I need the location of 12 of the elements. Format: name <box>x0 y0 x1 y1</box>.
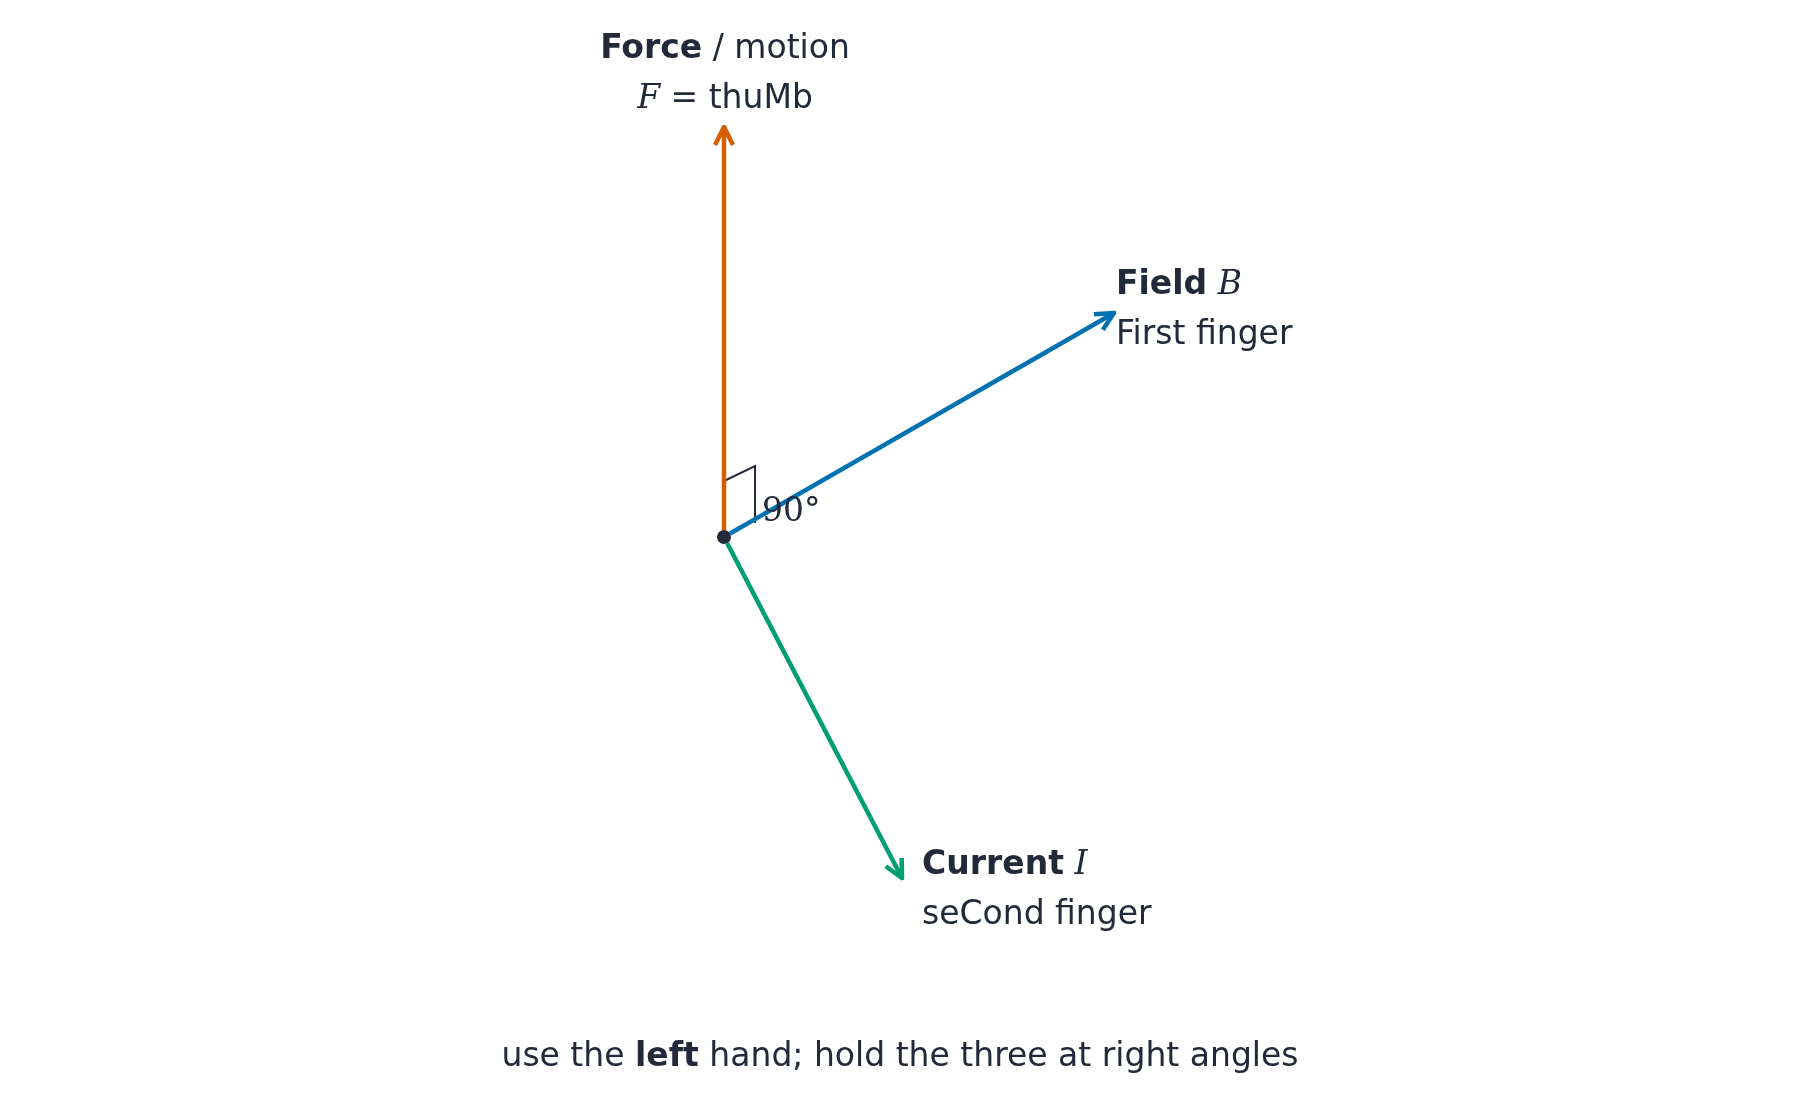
vector-label: Current I <box>922 842 1089 884</box>
arrow <box>725 542 905 881</box>
vector-label: Force / motion <box>599 26 851 68</box>
angle-label: 90° <box>762 490 821 529</box>
caption: use the left hand; hold the three at right angles <box>500 1035 1300 1074</box>
origin-dot <box>717 530 731 544</box>
vector-label: Field B <box>1116 262 1243 304</box>
arrow <box>728 310 1117 536</box>
finger-label: First finger <box>1116 312 1294 354</box>
finger-label: F = thuMb <box>635 76 814 118</box>
finger-label: seCond finger <box>922 892 1153 934</box>
arrow <box>712 124 736 530</box>
